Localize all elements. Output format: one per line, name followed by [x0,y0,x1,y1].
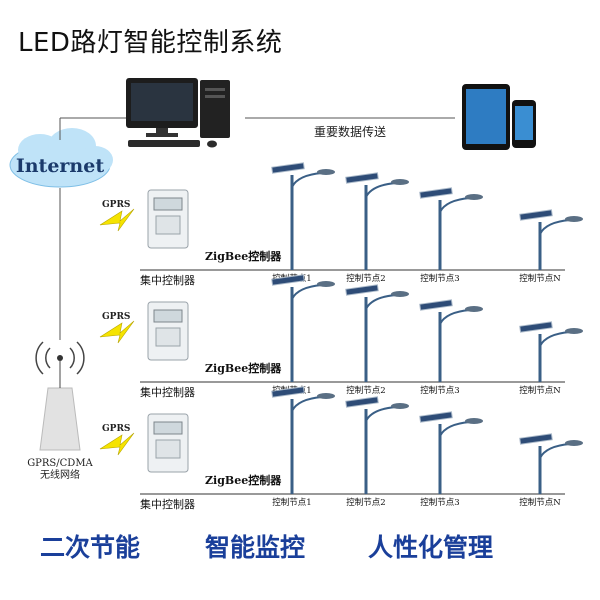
desktop-computer-icon [126,78,230,148]
lamp-head-icon [565,216,583,222]
solar-panel-icon [519,209,553,221]
lamp-head-icon [391,291,409,297]
lamp-head-icon [317,281,335,287]
lamp-arm [439,421,471,437]
meter-display [153,421,183,435]
concentrator-label: 集中控制器 [140,497,195,511]
lamp-arm [539,331,571,347]
solar-panel-icon [271,386,305,398]
solar-panel-icon [519,321,553,333]
wireless-tower-icon [35,341,85,451]
solar-panel-icon [345,284,379,296]
lamp-head-icon [465,418,483,424]
node-label: 控制节点3 [420,273,459,284]
lamp-arm [365,406,397,422]
footer-item-1: 二次节能 [40,533,141,562]
meter-panel [155,439,181,459]
network-label-line1: GPRS/CDMA [27,458,93,469]
meter-display [153,309,183,323]
solar-panel-icon [419,187,453,199]
meter-panel [155,215,181,235]
node-label: 控制节点2 [346,497,385,508]
lamp-head-icon [391,403,409,409]
lamp-arm [291,172,323,188]
lamp-head-icon [391,179,409,185]
gprs-bolt-icon [99,320,135,344]
internet-cloud-icon [9,128,113,188]
lamp-arm [439,197,471,213]
lamp-head-icon [565,440,583,446]
controller-rows: GPRS集中控制器ZigBee控制器控制节点1控制节点2控制节点3控制节点NGP… [99,162,583,511]
node-label: 控制节点3 [420,385,459,396]
tablet-phone-icon [462,84,536,150]
lamp-arm [539,219,571,235]
node-label: 控制节点N [519,497,561,508]
gprs-label: GPRS [102,312,130,322]
zigbee-label: ZigBee控制器 [205,473,282,487]
lamp-arm [365,182,397,198]
lamp-head-icon [317,169,335,175]
solar-panel-icon [419,411,453,423]
solar-panel-icon [271,274,305,286]
solar-panel-icon [419,299,453,311]
gprs-bolt-icon [99,208,135,232]
network-label-line2: 无线网络 [40,468,80,481]
lamp-head-icon [465,194,483,200]
node-label: 控制节点N [519,385,561,396]
solar-panel-icon [345,396,379,408]
lamp-arm [291,284,323,300]
concentrator-label: 集中控制器 [140,385,195,399]
meter-display [153,197,183,211]
meter-panel [155,327,181,347]
node-label: 控制节点2 [346,273,385,284]
zigbee-label: ZigBee控制器 [205,249,282,263]
solar-panel-icon [345,172,379,184]
lamp-head-icon [317,393,335,399]
lamp-arm [539,443,571,459]
gprs-bolt-icon [99,432,135,456]
page-title: LED路灯智能控制系统 [18,28,283,58]
gprs-label: GPRS [102,424,130,434]
transfer-label: 重要数据传送 [314,124,386,139]
footer-item-3: 人性化管理 [368,533,494,562]
solar-panel-icon [519,433,553,445]
node-label: 控制节点3 [420,497,459,508]
concentrator-label: 集中控制器 [140,273,195,287]
node-label: 控制节点2 [346,385,385,396]
lamp-head-icon [465,306,483,312]
footer-item-2: 智能监控 [205,533,306,562]
internet-label: Internet [16,155,104,177]
solar-panel-icon [271,162,305,174]
node-label: 控制节点N [519,273,561,284]
node-label: 控制节点1 [272,497,311,508]
gprs-label: GPRS [102,200,130,210]
lamp-head-icon [565,328,583,334]
lamp-arm [365,294,397,310]
zigbee-label: ZigBee控制器 [205,361,282,375]
lamp-arm [439,309,471,325]
lamp-arm [291,396,323,412]
